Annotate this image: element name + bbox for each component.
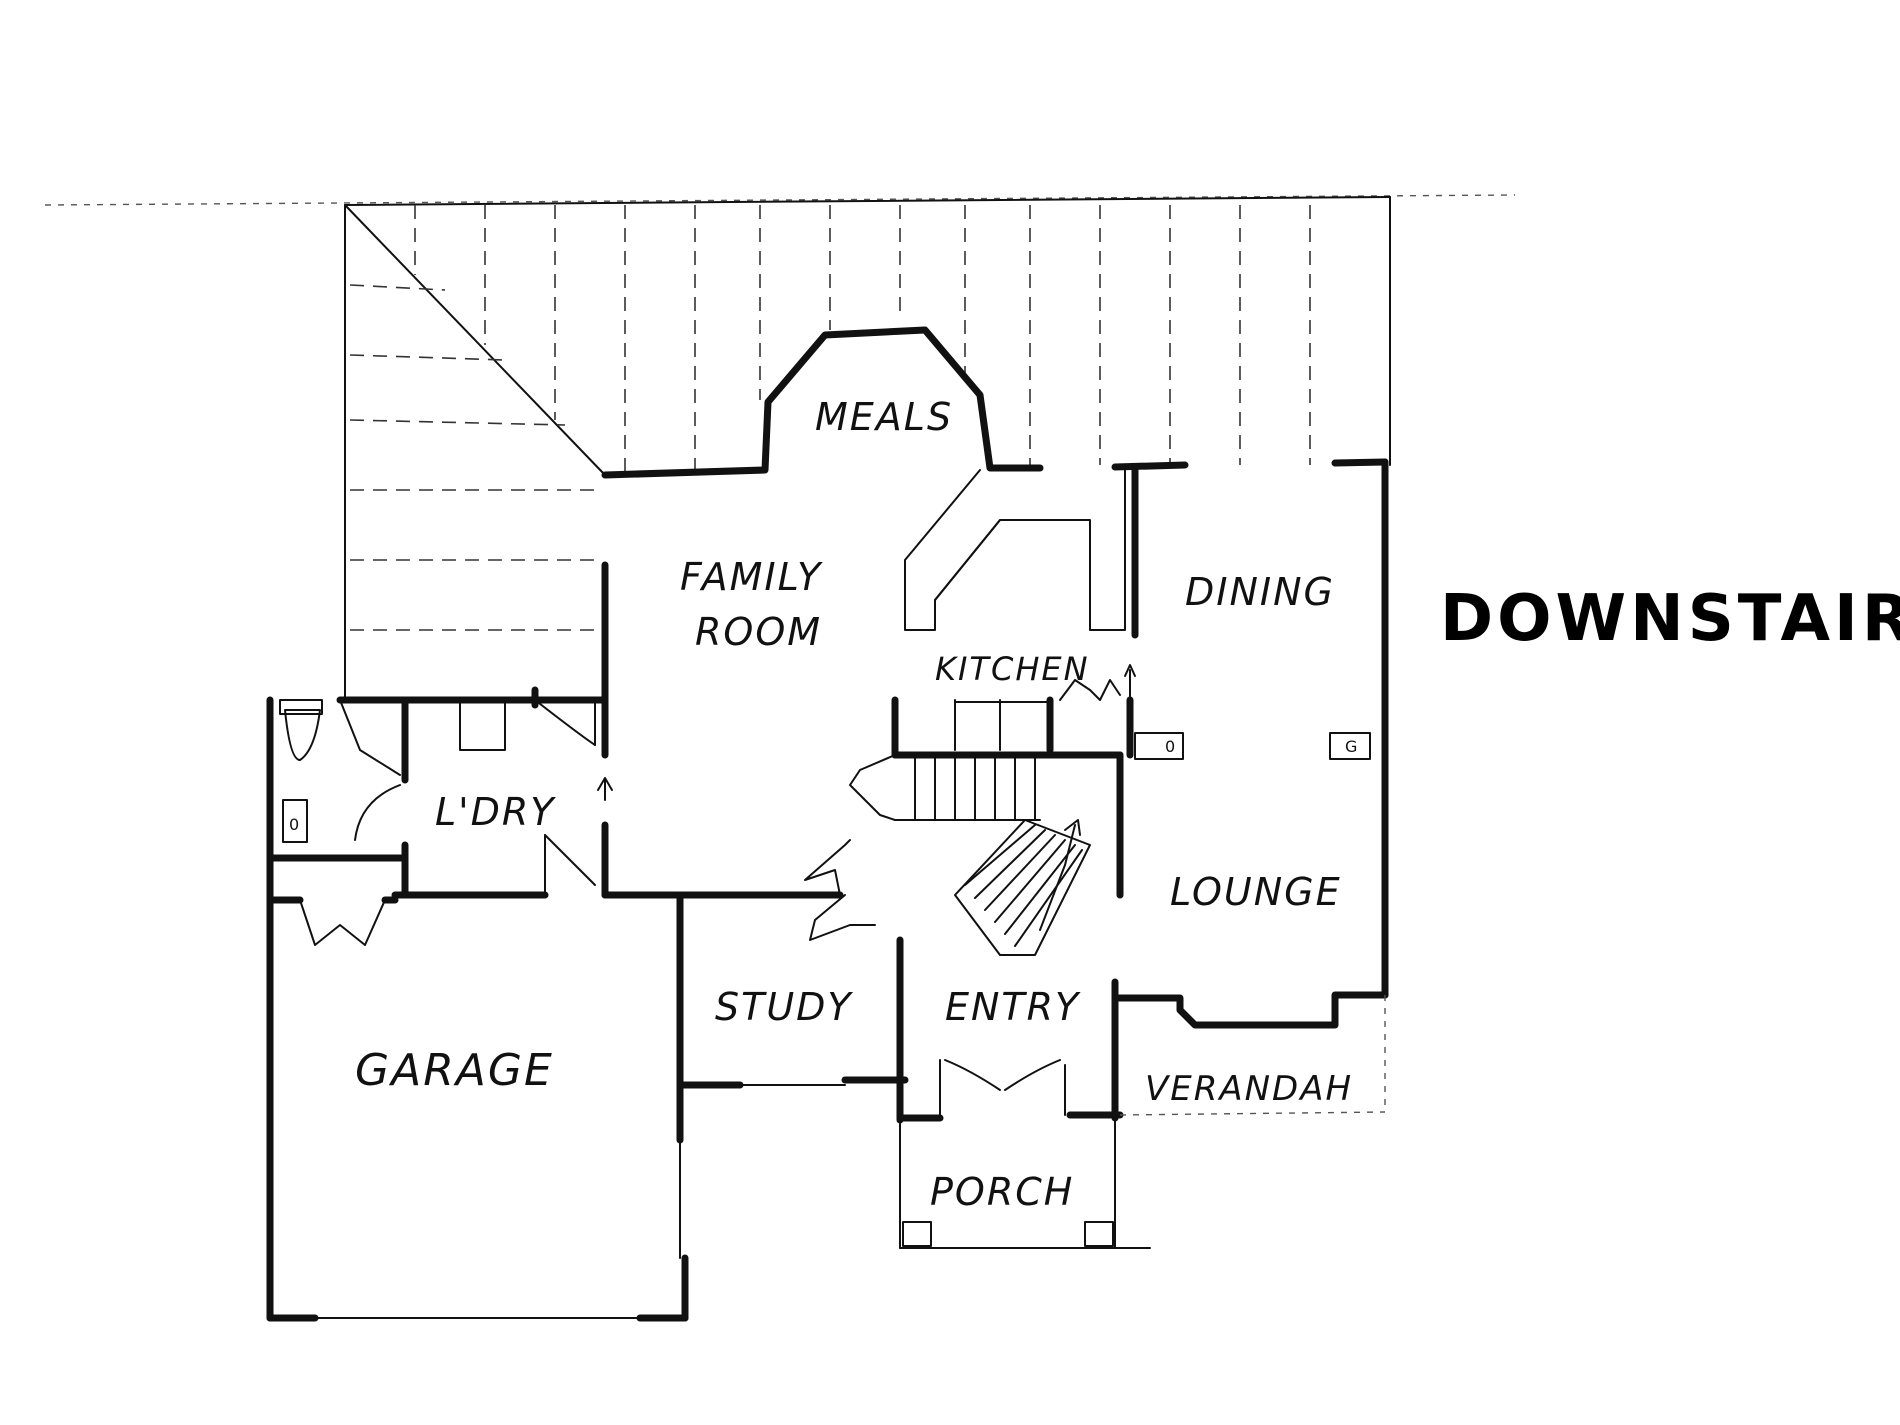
- laundry-wc-walls: [266, 686, 613, 1322]
- staircase: [849, 754, 1091, 956]
- plan-title: DOWNSTAIRS: [1440, 582, 1900, 656]
- label-lounge: LOUNGE: [1170, 870, 1342, 914]
- entry-study-walls: [676, 891, 1124, 1144]
- label-verandah: VERANDAH: [1145, 1069, 1353, 1109]
- fireplace-mark-right: G: [1345, 737, 1357, 756]
- verandah-outline: [1119, 995, 1386, 1116]
- label-ldry: L'DRY: [435, 790, 556, 834]
- dining-lounge-walls: [1111, 458, 1389, 1122]
- family-kitchen-walls: [601, 469, 1371, 899]
- label-family-room-1: FAMILY: [680, 555, 823, 599]
- fireplace-mark-left: 0: [1165, 737, 1175, 756]
- label-garage: GARAGE: [355, 1045, 554, 1096]
- label-family-room-2: ROOM: [695, 610, 822, 654]
- label-entry: ENTRY: [945, 985, 1081, 1029]
- label-meals: MEALS: [815, 395, 953, 439]
- label-porch: PORCH: [930, 1170, 1074, 1214]
- label-kitchen: KITCHEN: [935, 650, 1090, 688]
- garage-walls: [266, 896, 689, 1322]
- deck-area: [44, 194, 1516, 701]
- porch: [899, 1117, 1151, 1249]
- entry-doors: [804, 839, 876, 941]
- label-study: STUDY: [715, 985, 853, 1029]
- label-dining: DINING: [1185, 570, 1335, 614]
- wc-mark: 0: [289, 815, 299, 834]
- meals-bay-walls: [601, 326, 1389, 479]
